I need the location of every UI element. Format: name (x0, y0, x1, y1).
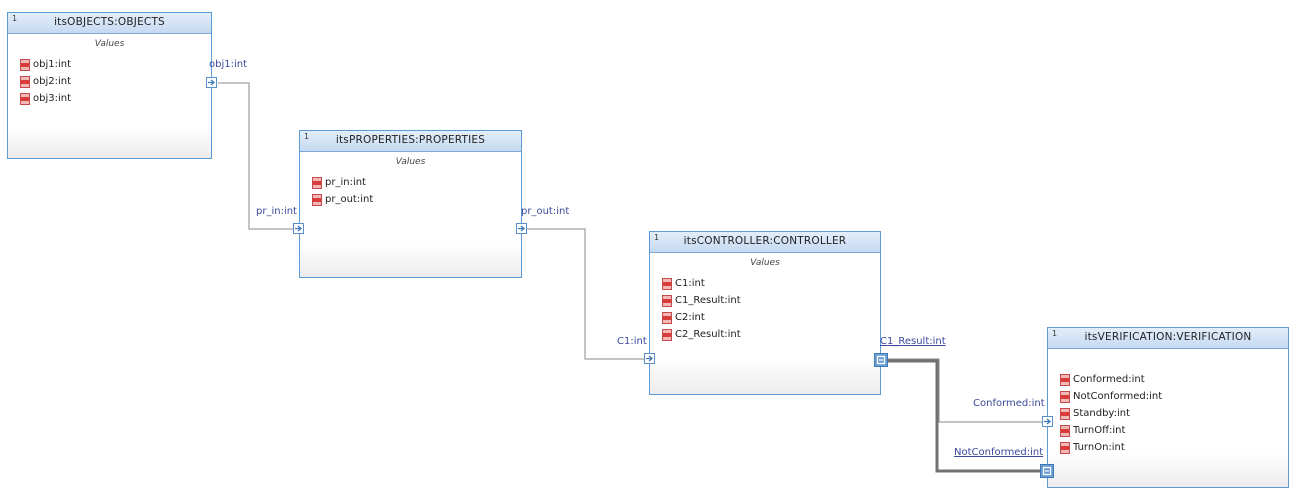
block-title: itsCONTROLLER:CONTROLLER (683, 235, 847, 247)
attribute-label: pr_in:int (325, 177, 366, 188)
attribute-item[interactable]: NotConformed:int (1060, 388, 1288, 405)
compartment-label: Values (750, 258, 780, 268)
block-title: itsPROPERTIES:PROPERTIES (335, 134, 486, 146)
multiplicity: 1 (1052, 329, 1058, 338)
block-verification[interactable]: 1 itsVERIFICATION:VERIFICATION Conformed… (1047, 327, 1289, 488)
port-notconformed[interactable] (1040, 464, 1054, 478)
link-obj1-to-pr-in[interactable] (218, 82, 293, 230)
block-controller-header[interactable]: 1 itsCONTROLLER:CONTROLLER (650, 232, 880, 253)
attribute-label: pr_out:int (325, 194, 374, 205)
port-pr-in[interactable] (293, 223, 304, 234)
attribute-icon (1060, 424, 1070, 437)
arrow-right-icon (646, 355, 654, 362)
attribute-item[interactable]: obj3:int (20, 90, 211, 107)
attribute-icon (662, 294, 672, 307)
attribute-icon (20, 75, 30, 88)
flow-port-icon (876, 355, 886, 365)
attribute-label: C1:int (675, 278, 705, 289)
arrow-right-icon (208, 79, 216, 86)
attribute-label: NotConformed:int (1073, 391, 1163, 402)
block-verification-header[interactable]: 1 itsVERIFICATION:VERIFICATION (1048, 328, 1288, 349)
arrow-right-icon (295, 225, 303, 232)
attribute-list: Conformed:int NotConformed:int Standby:i… (1060, 371, 1288, 456)
arrow-right-icon (1044, 418, 1052, 425)
port-pr-out[interactable] (516, 223, 527, 234)
compartment-blank (1048, 354, 1288, 367)
port-label-pr-out: pr_out:int (521, 206, 570, 217)
multiplicity: 1 (654, 233, 660, 242)
attribute-list: C1:int C1_Result:int C2:int C2_Result:in… (662, 275, 880, 343)
multiplicity: 1 (304, 132, 310, 141)
arrow-right-icon (518, 225, 526, 232)
attribute-icon (662, 328, 672, 341)
port-label-conformed: Conformed:int (973, 398, 1045, 409)
attribute-list: obj1:int obj2:int obj3:int (20, 56, 211, 107)
attribute-label: Conformed:int (1073, 374, 1145, 385)
attribute-label: TurnOn:int (1073, 442, 1125, 453)
port-obj1[interactable] (206, 77, 217, 88)
attribute-icon (312, 176, 322, 189)
attribute-label: C2:int (675, 312, 705, 323)
flow-port-icon (1042, 466, 1052, 476)
block-objects-header[interactable]: 1 itsOBJECTS:OBJECTS (8, 13, 211, 34)
attribute-icon (312, 193, 322, 206)
attribute-icon (1060, 373, 1070, 386)
block-title: itsVERIFICATION:VERIFICATION (1084, 331, 1252, 343)
attribute-item[interactable]: C2_Result:int (662, 326, 880, 343)
attribute-label: obj1:int (33, 59, 72, 70)
attribute-item[interactable]: pr_out:int (312, 191, 521, 208)
attribute-item[interactable]: obj2:int (20, 73, 211, 90)
block-properties[interactable]: 1 itsPROPERTIES:PROPERTIES Values pr_in:… (299, 130, 522, 278)
attribute-label: Standby:int (1073, 408, 1131, 419)
attribute-icon (20, 58, 30, 71)
attribute-icon (1060, 390, 1070, 403)
attribute-item[interactable]: Standby:int (1060, 405, 1288, 422)
port-label-pr-in: pr_in:int (256, 206, 297, 217)
compartment-label: Values (94, 39, 125, 49)
attribute-item[interactable]: pr_in:int (312, 174, 521, 191)
port-label-c1: C1:int (617, 336, 647, 347)
block-properties-header[interactable]: 1 itsPROPERTIES:PROPERTIES (300, 131, 521, 152)
compartment-label: Values (395, 157, 426, 167)
attribute-item[interactable]: C2:int (662, 309, 880, 326)
link-c1-result-to-conformed[interactable] (886, 358, 1042, 423)
attribute-icon (20, 92, 30, 105)
port-c1[interactable] (644, 353, 655, 364)
attribute-item[interactable]: TurnOn:int (1060, 439, 1288, 456)
port-conformed[interactable] (1042, 416, 1053, 427)
attribute-icon (1060, 407, 1070, 420)
attribute-label: obj3:int (33, 93, 72, 104)
port-label-c1-result: C1_Result:int (880, 336, 946, 347)
attribute-label: C2_Result:int (675, 329, 741, 340)
block-controller[interactable]: 1 itsCONTROLLER:CONTROLLER Values C1:int… (649, 231, 881, 395)
attribute-item[interactable]: Conformed:int (1060, 371, 1288, 388)
attribute-list: pr_in:int pr_out:int (312, 174, 521, 208)
attribute-item[interactable]: obj1:int (20, 56, 211, 73)
attribute-item[interactable]: C1_Result:int (662, 292, 880, 309)
attribute-icon (662, 277, 672, 290)
block-title: itsOBJECTS:OBJECTS (54, 16, 165, 28)
attribute-label: TurnOff:int (1073, 425, 1126, 436)
attribute-label: obj2:int (33, 76, 72, 87)
attribute-item[interactable]: C1:int (662, 275, 880, 292)
port-label-obj1: obj1:int (209, 59, 248, 70)
link-c1-result-to-notconformed[interactable] (886, 359, 1042, 473)
attribute-icon (1060, 441, 1070, 454)
block-objects[interactable]: 1 itsOBJECTS:OBJECTS Values obj1:int obj… (7, 12, 212, 159)
attribute-item[interactable]: TurnOff:int (1060, 422, 1288, 439)
link-pr-out-to-c1[interactable] (527, 228, 644, 360)
attribute-icon (662, 311, 672, 324)
attribute-label: C1_Result:int (675, 295, 741, 306)
port-c1-result[interactable] (874, 353, 888, 367)
multiplicity: 1 (12, 14, 18, 23)
port-label-notconformed: NotConformed:int (954, 447, 1044, 458)
